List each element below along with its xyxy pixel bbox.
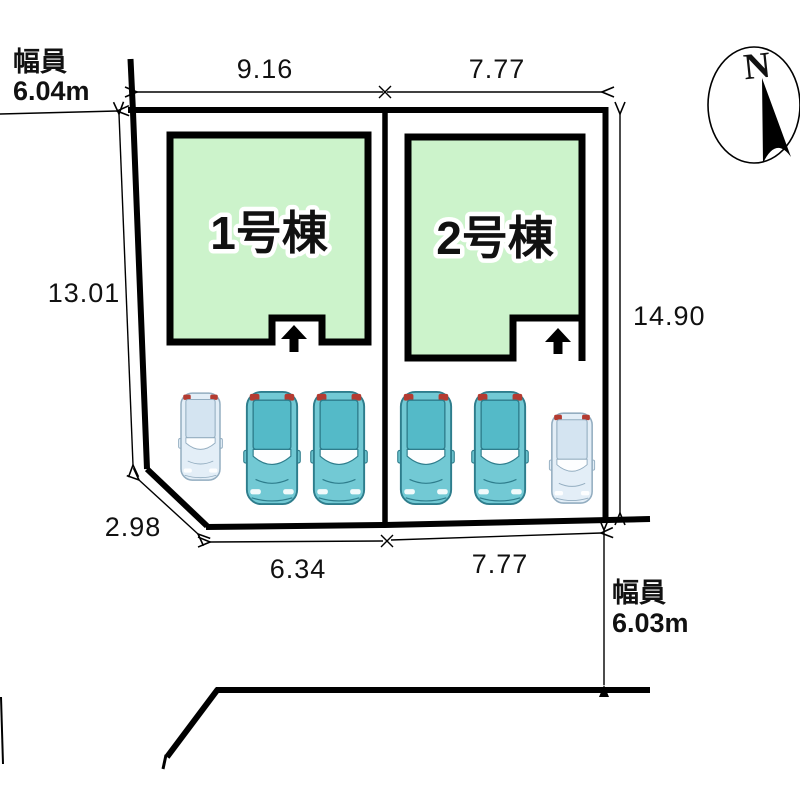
dim-label-right: 14.90: [633, 301, 706, 331]
dim-line-corner-cut: [139, 480, 198, 534]
lot-boundary-left: [127, 58, 150, 470]
entrance-arrow-icon: [281, 325, 307, 352]
building-2-footprint: [404, 133, 586, 362]
compass-circle-icon: [707, 46, 800, 164]
road-width-top-label-line2: 6.04m: [13, 76, 90, 106]
road-edge-top-left: [0, 111, 117, 114]
compass-north-label: N: [742, 45, 773, 89]
dim-line-left: [119, 114, 133, 465]
road-edge-bottom-tick: [161, 754, 168, 770]
car-topview: [549, 413, 595, 504]
road-edge-bottom-diagonal: [164, 687, 221, 759]
car-topview: [178, 393, 223, 481]
lot-boundary-bottom: [205, 516, 651, 530]
car-topview: [243, 391, 301, 505]
dim-label-lot2-bottom: 7.77: [472, 549, 529, 579]
dim-cross-bottom: [380, 534, 394, 548]
buildings: 1号棟 2号棟: [166, 131, 586, 362]
dim-line-lot2-bottom: [390, 533, 601, 541]
dim-label-lot2-top: 7.77: [469, 54, 526, 84]
entrance-arrow-icon: [545, 328, 571, 354]
car-topview: [471, 391, 529, 505]
compass: N: [707, 45, 800, 164]
road-edges: [0, 111, 650, 770]
dim-label-corner-cut: 2.98: [105, 512, 162, 542]
dimension-lines: [119, 85, 620, 685]
dim-label-left: 13.01: [48, 278, 121, 308]
building-1-label: 1号棟: [210, 207, 329, 259]
road-width-top-label-line1: 幅員: [13, 47, 67, 77]
road-width-bottom-label-line1: 幅員: [612, 578, 666, 608]
road-width-bottom-label-line2: 6.03m: [612, 608, 689, 638]
compass-needle-icon: [762, 78, 791, 163]
road-width-labels: 幅員 6.04m 幅員 6.03m: [13, 47, 689, 638]
dim-label-lot1-top: 9.16: [237, 54, 294, 84]
car-topview: [397, 391, 455, 505]
dim-line-lot1-bottom: [210, 541, 384, 542]
building-1-footprint: [166, 131, 372, 346]
dim-label-lot1-bottom: 6.34: [270, 554, 327, 584]
road-edge-far-left: [0, 696, 4, 765]
dim-cross-top: [378, 85, 392, 99]
building-2-label: 2号棟: [436, 212, 555, 264]
car-topview: [310, 391, 368, 505]
dimension-labels: 9.16 7.77 13.01 14.90 2.98 6.34 7.77: [48, 54, 706, 584]
